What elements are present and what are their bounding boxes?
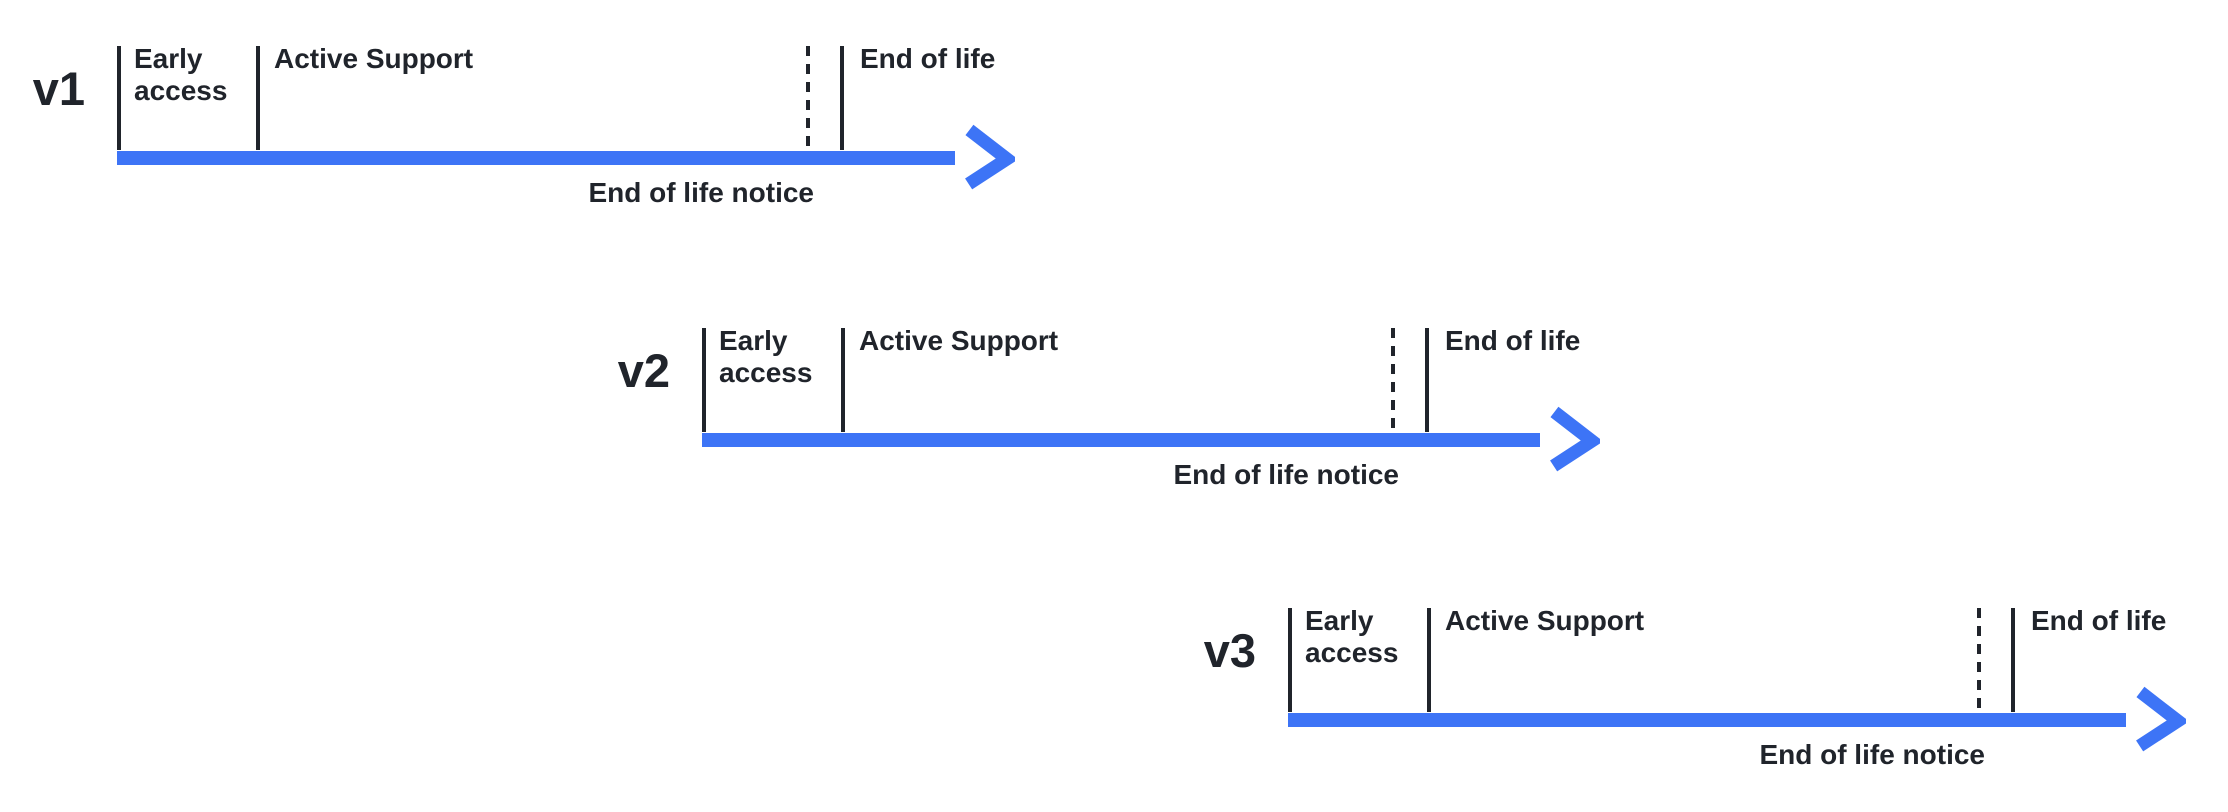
active-support-start-tick (841, 328, 845, 432)
end-of-life-label: End of life (860, 43, 996, 74)
version-label: v1 (32, 62, 85, 115)
timeline-arrow-head-icon (1550, 406, 1600, 472)
end-of-life-notice-dashed-line (1977, 608, 1981, 712)
end-of-life-tick (2011, 608, 2015, 712)
timeline-arrow-shaft (117, 151, 955, 165)
end-of-life-notice-label: End of life notice (1173, 459, 1399, 490)
early-access-label: Early access (1305, 605, 1399, 668)
early-access-start-tick (117, 46, 121, 150)
early-access-label: Early access (719, 325, 813, 388)
timeline-v1: v1 Early access Active Support End of li… (33, 43, 1027, 218)
early-access-start-tick (702, 328, 706, 432)
timeline-v3: v3 Early access Active Support End of li… (1204, 605, 2198, 780)
active-support-label: Active Support (859, 325, 1059, 356)
end-of-life-tick (840, 46, 844, 150)
timeline-arrow-shaft (1288, 713, 2126, 727)
end-of-life-notice-label: End of life notice (588, 177, 814, 208)
early-access-label: Early access (134, 43, 228, 106)
active-support-start-tick (1427, 608, 1431, 712)
end-of-life-notice-dashed-line (1391, 328, 1395, 432)
timeline-v2: v2 Early access Active Support End of li… (618, 325, 1612, 500)
version-label: v2 (617, 344, 670, 397)
end-of-life-label: End of life (1445, 325, 1581, 356)
active-support-label: Active Support (274, 43, 474, 74)
timeline-arrow-shaft (702, 433, 1540, 447)
timeline-arrow-head-icon (965, 124, 1015, 190)
early-access-start-tick (1288, 608, 1292, 712)
version-label: v3 (1203, 624, 1256, 677)
end-of-life-notice-label: End of life notice (1759, 739, 1985, 770)
end-of-life-label: End of life (2031, 605, 2167, 636)
timeline-arrow-head-icon (2136, 686, 2186, 752)
end-of-life-notice-dashed-line (806, 46, 810, 150)
active-support-start-tick (256, 46, 260, 150)
end-of-life-tick (1425, 328, 1429, 432)
active-support-label: Active Support (1445, 605, 1645, 636)
